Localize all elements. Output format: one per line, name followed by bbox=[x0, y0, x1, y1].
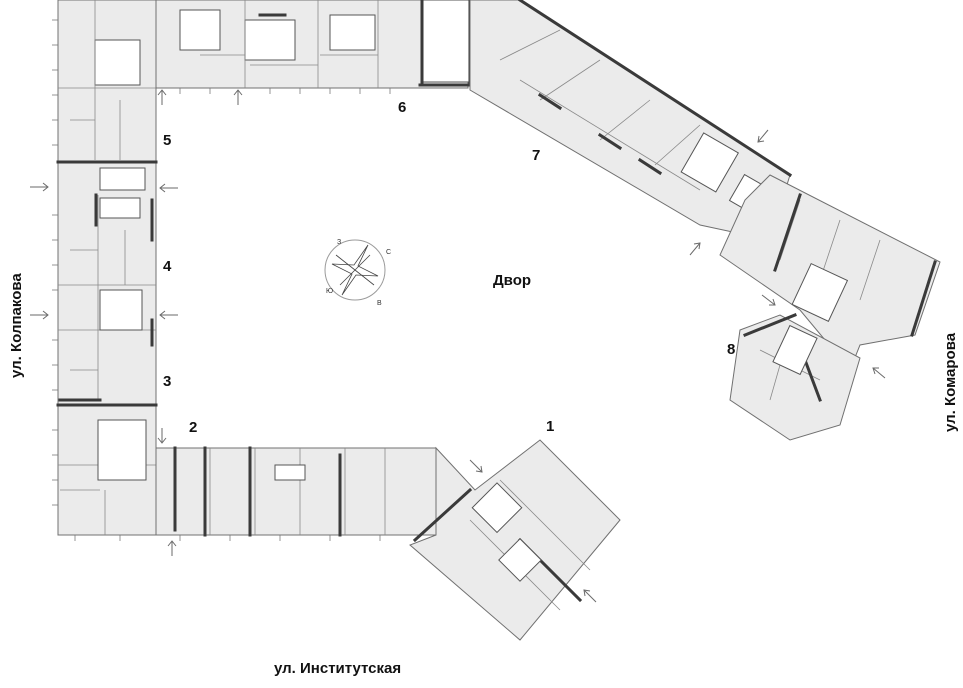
north-wing bbox=[155, 0, 472, 94]
street-label-east: ул. Комарова bbox=[942, 332, 959, 432]
section-3-label: 3 bbox=[163, 373, 171, 390]
northeast-wing bbox=[469, 0, 793, 241]
compass-north-label: С bbox=[386, 249, 391, 256]
street-label-south: ул. Институтская bbox=[274, 660, 401, 677]
section-5-label: 5 bbox=[163, 132, 171, 149]
section-7-label: 7 bbox=[532, 147, 540, 164]
entrance-arrows bbox=[30, 89, 886, 603]
section-2-label: 2 bbox=[189, 419, 197, 436]
south-wing bbox=[74, 439, 621, 641]
compass-rose: С В Ю З bbox=[324, 239, 391, 307]
compass-west-label: З bbox=[337, 239, 341, 246]
section-1-label: 1 bbox=[546, 418, 554, 435]
west-wing bbox=[52, 0, 158, 536]
section-4-label: 4 bbox=[163, 258, 172, 275]
east-wing bbox=[719, 174, 941, 441]
section-6-label: 6 bbox=[398, 99, 406, 116]
street-label-west: ул. Колпакова bbox=[8, 273, 25, 378]
compass-east-label: В bbox=[377, 300, 382, 307]
section-8-label: 8 bbox=[727, 341, 735, 358]
compass-south-label: Ю bbox=[326, 288, 333, 295]
courtyard-label: Двор bbox=[493, 272, 531, 289]
